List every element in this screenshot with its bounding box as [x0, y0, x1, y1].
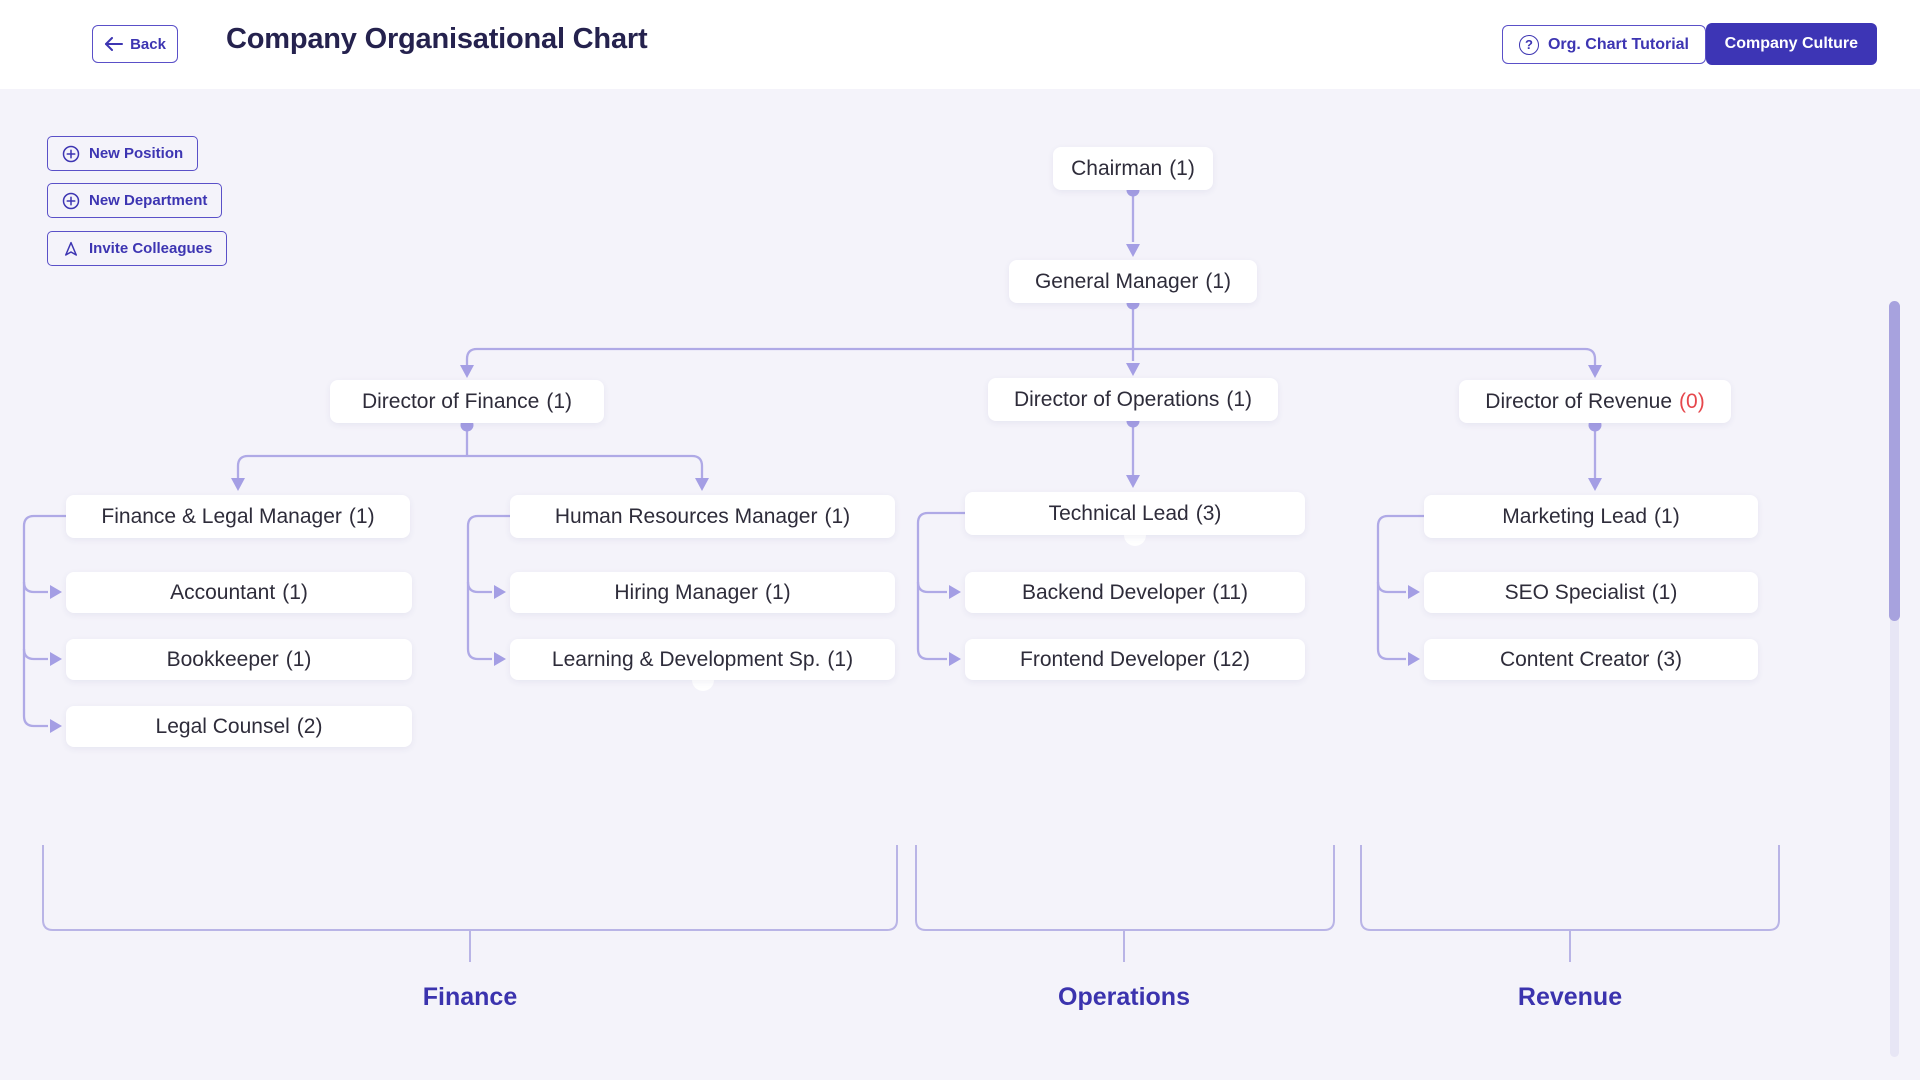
- org-node-general-manager[interactable]: General Manager(1): [1009, 260, 1257, 303]
- department-label-revenue: Revenue: [1517, 983, 1623, 1011]
- org-node-count: (1): [1205, 269, 1232, 293]
- org-node-count: (3): [1656, 647, 1683, 671]
- org-node-director-finance[interactable]: Director of Finance(1): [330, 380, 604, 423]
- org-node-label: SEO Specialist: [1504, 580, 1645, 604]
- department-label-finance: Finance: [422, 983, 518, 1011]
- org-node-label: Director of Finance: [361, 389, 540, 413]
- scrollbar-thumb[interactable]: [1889, 301, 1900, 621]
- org-node-label: Backend Developer: [1021, 580, 1206, 604]
- org-node-director-operations[interactable]: Director of Operations(1): [988, 378, 1278, 421]
- culture-button-label: Company Culture: [1724, 35, 1858, 52]
- new-position-button[interactable]: New Position: [47, 136, 199, 171]
- page-title: Company Organisational Chart: [226, 23, 648, 55]
- org-node-finance-legal-manager[interactable]: Finance & Legal Manager(1): [66, 495, 410, 538]
- department-label-operations: Operations: [1058, 983, 1190, 1011]
- send-icon: [65, 241, 77, 256]
- org-node-label: Director of Operations: [1013, 387, 1220, 411]
- org-node-count: (1): [1226, 387, 1253, 411]
- back-arrow-icon: [105, 37, 124, 51]
- new-position-label: New Position: [89, 145, 184, 162]
- back-button-label: Back: [130, 35, 166, 53]
- org-node-learning-development-sp[interactable]: Learning & Development Sp.(1): [510, 639, 895, 680]
- circle-plus-icon: [62, 145, 80, 162]
- org-node-label: Marketing Lead: [1502, 504, 1648, 528]
- org-connectors: [22, 183, 1780, 962]
- org-node-label: Chairman: [1071, 156, 1163, 180]
- org-node-legal-counsel[interactable]: Legal Counsel(2): [66, 706, 412, 747]
- org-node-label: Technical Lead: [1048, 501, 1189, 525]
- org-node-count: (1): [546, 389, 573, 413]
- org-node-label: Frontend Developer: [1020, 647, 1206, 671]
- org-node-label: Content Creator: [1499, 647, 1650, 671]
- org-node-label: Human Resources Manager: [554, 504, 818, 528]
- org-node-marketing-lead[interactable]: Marketing Lead(1): [1424, 495, 1758, 538]
- org-node-count: (11): [1212, 580, 1249, 604]
- org-node-accountant[interactable]: Accountant(1): [66, 572, 412, 613]
- org-node-label: Accountant: [170, 580, 276, 604]
- org-node-count: (1): [764, 580, 791, 604]
- org-node-technical-lead[interactable]: Technical Lead(3): [965, 492, 1305, 535]
- org-node-count: (1): [1654, 504, 1680, 528]
- org-node-bookkeeper[interactable]: Bookkeeper(1): [66, 639, 412, 680]
- org-chart-tutorial-button[interactable]: ? Org. Chart Tutorial: [1501, 25, 1706, 64]
- org-node-count: (2): [296, 714, 323, 738]
- scrollbar-track[interactable]: [1890, 301, 1899, 1057]
- org-node-label: Director of Revenue: [1485, 389, 1673, 413]
- company-culture-button[interactable]: Company Culture: [1705, 23, 1877, 65]
- org-node-count: (3): [1195, 501, 1222, 525]
- org-node-seo-specialist[interactable]: SEO Specialist(1): [1424, 572, 1758, 613]
- org-node-count: (1): [1169, 156, 1195, 180]
- org-node-label: Finance & Legal Manager: [101, 504, 342, 528]
- tutorial-button-label: Org. Chart Tutorial: [1547, 35, 1689, 53]
- new-department-label: New Department: [89, 192, 208, 209]
- org-node-content-creator[interactable]: Content Creator(3): [1424, 639, 1758, 680]
- org-node-chairman[interactable]: Chairman(1): [1053, 147, 1213, 190]
- org-node-count: (0): [1679, 389, 1705, 413]
- org-node-count: (1): [348, 504, 375, 528]
- org-node-label: Hiring Manager: [614, 580, 758, 604]
- org-node-count: (1): [282, 580, 308, 604]
- org-node-label: Bookkeeper: [166, 647, 279, 671]
- back-button[interactable]: Back: [92, 25, 178, 63]
- org-node-label: Legal Counsel: [155, 714, 290, 738]
- org-node-label: General Manager: [1034, 269, 1199, 293]
- org-chart-canvas: New Position New Department Invite Colle…: [0, 89, 1920, 1080]
- invite-colleagues-button[interactable]: Invite Colleagues: [47, 231, 228, 266]
- org-node-count: (1): [824, 504, 851, 528]
- invite-colleagues-label: Invite Colleagues: [89, 240, 213, 257]
- org-node-backend-developer[interactable]: Backend Developer(11): [965, 572, 1305, 613]
- org-node-hiring-manager[interactable]: Hiring Manager(1): [510, 572, 895, 613]
- org-node-count: (1): [1651, 580, 1678, 604]
- org-node-count: (12): [1212, 647, 1250, 671]
- org-node-count: (1): [827, 647, 854, 671]
- circle-plus-icon: [62, 192, 80, 209]
- new-department-button[interactable]: New Department: [47, 183, 223, 218]
- header-bar: Back Company Organisational Chart ? Org.…: [0, 0, 1920, 89]
- org-node-hr-manager[interactable]: Human Resources Manager(1): [510, 495, 895, 538]
- question-circle-icon: ?: [1518, 34, 1539, 55]
- org-node-director-revenue[interactable]: Director of Revenue(0): [1459, 380, 1731, 423]
- org-node-label: Learning & Development Sp.: [551, 647, 821, 671]
- org-node-frontend-developer[interactable]: Frontend Developer(12): [965, 639, 1305, 680]
- org-node-count: (1): [285, 647, 312, 671]
